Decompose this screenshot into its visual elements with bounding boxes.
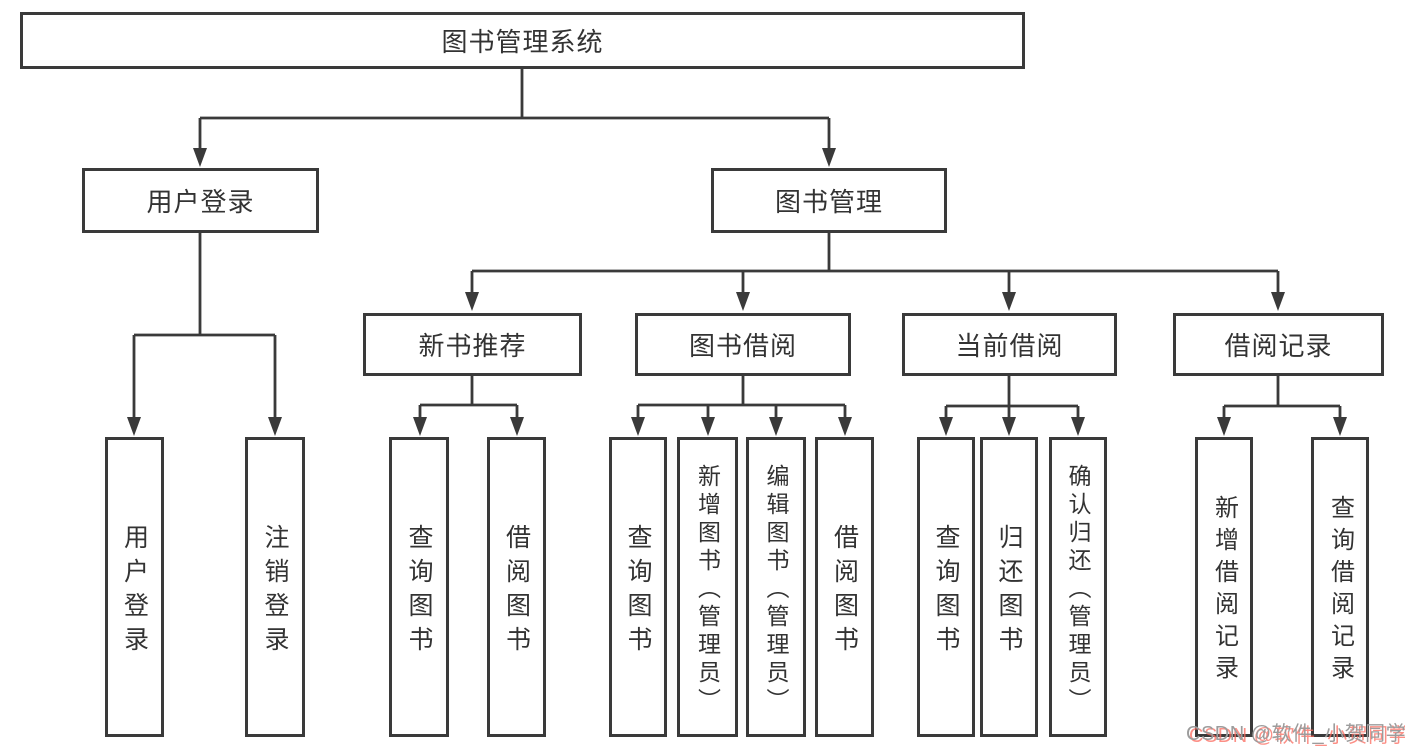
node-label: 查询借阅记录 <box>1326 495 1354 687</box>
csdn-watermark: CSDN @软件_小贺同学 <box>1186 723 1405 745</box>
node-label: 图书管理 <box>774 187 883 217</box>
node-label: 借阅图书 <box>830 523 859 660</box>
leaf-user-login: 用户登录 <box>105 437 164 737</box>
node-label: 查询图书 <box>624 523 652 660</box>
node-label: 图书借阅 <box>688 331 797 361</box>
node-label: 新书推荐 <box>418 331 527 361</box>
node-label: 用户登录 <box>146 187 255 217</box>
node-label: 图书管理系统 <box>441 27 604 57</box>
arrowheads <box>127 148 1347 436</box>
node-user-login: 用户登录 <box>82 168 319 233</box>
node-book-management: 图书管理 <box>711 168 947 233</box>
leaf-edit-books-admin: 编辑图书（管理员） <box>746 437 806 737</box>
leaf-logout: 注销登录 <box>245 437 305 737</box>
node-borrowing-records: 借阅记录 <box>1173 313 1384 376</box>
leaf-query-books-borrowing: 查询图书 <box>609 437 667 737</box>
node-label: 借阅图书 <box>502 523 531 660</box>
node-system-root: 图书管理系统 <box>20 12 1025 69</box>
leaf-return-books: 归还图书 <box>980 437 1038 737</box>
leaf-borrow-books-borrowing: 借阅图书 <box>815 437 874 737</box>
leaf-confirm-return-admin: 确认归还（管理员） <box>1049 437 1107 737</box>
node-current-borrowing: 当前借阅 <box>902 313 1117 376</box>
node-book-borrowing: 图书借阅 <box>635 313 851 376</box>
node-label: 用户登录 <box>120 523 149 660</box>
node-label: 注销登录 <box>261 523 289 660</box>
leaf-add-books-admin: 新增图书（管理员） <box>677 437 738 737</box>
node-label: 新增图书（管理员） <box>694 463 721 716</box>
node-label: 借阅记录 <box>1224 331 1333 361</box>
leaf-query-borrow-record: 查询借阅记录 <box>1311 437 1369 737</box>
leaf-borrow-books-recommend: 借阅图书 <box>487 437 546 737</box>
node-new-book-recommendation: 新书推荐 <box>363 313 582 376</box>
leaf-query-books-recommend: 查询图书 <box>389 437 449 737</box>
node-label: 归还图书 <box>995 523 1023 660</box>
node-label: 查询图书 <box>932 523 960 660</box>
node-label: 新增借阅记录 <box>1210 495 1238 687</box>
leaf-add-borrow-record: 新增借阅记录 <box>1195 437 1253 737</box>
leaf-query-books-current: 查询图书 <box>917 437 975 737</box>
node-label: 当前借阅 <box>955 331 1064 361</box>
node-label: 确认归还（管理员） <box>1065 463 1091 716</box>
node-label: 编辑图书（管理员） <box>763 463 789 716</box>
node-label: 查询图书 <box>405 523 433 660</box>
